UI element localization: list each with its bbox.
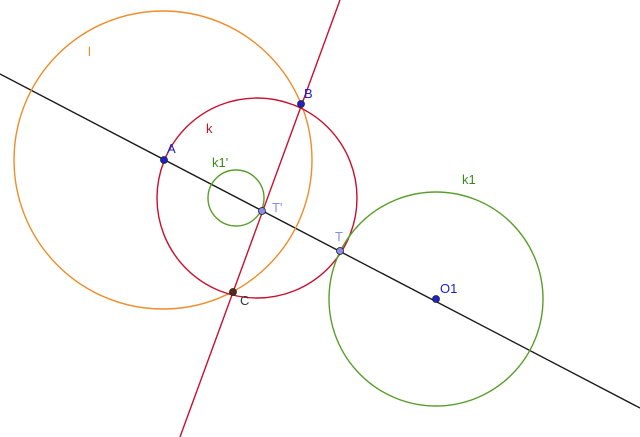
label-point-t-prime: T' xyxy=(272,200,282,215)
point-t-prime[interactable] xyxy=(258,207,266,215)
label-circle-k1: k1 xyxy=(462,172,476,187)
circle-k xyxy=(156,97,358,299)
circle-k1-prime xyxy=(207,169,265,227)
label-circle-k: k xyxy=(206,121,213,136)
circle-k1 xyxy=(328,191,544,407)
point-c[interactable] xyxy=(229,288,237,296)
label-point-b: B xyxy=(304,86,313,101)
label-point-a: A xyxy=(167,141,176,156)
point-o1[interactable] xyxy=(432,295,440,303)
label-point-c: C xyxy=(240,293,249,308)
point-a[interactable] xyxy=(160,156,168,164)
label-point-t: T xyxy=(335,229,343,244)
label-point-o1: O1 xyxy=(440,281,457,296)
circle-l xyxy=(13,10,313,310)
line-through-centers xyxy=(0,73,640,409)
point-b[interactable] xyxy=(297,100,305,108)
label-circle-l: l xyxy=(88,44,91,59)
line-bc xyxy=(179,0,341,437)
label-circle-k1-prime: k1' xyxy=(212,155,228,170)
point-t[interactable] xyxy=(336,247,344,255)
